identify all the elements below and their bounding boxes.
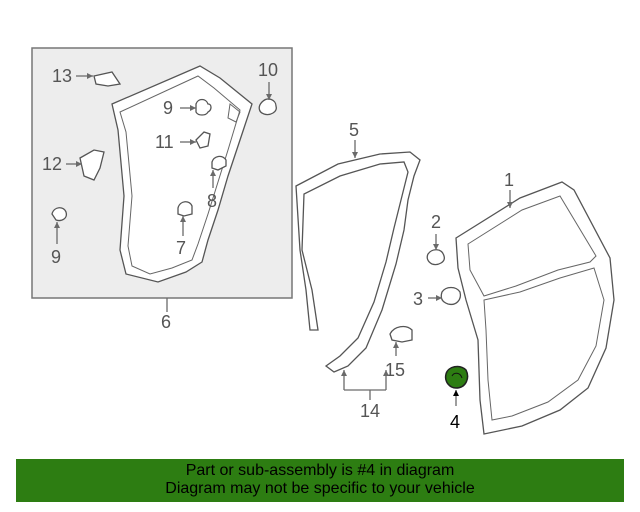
callout-14: 14 [360, 401, 380, 421]
part-8-shape [211, 155, 227, 171]
callout-9-top: 9 [163, 98, 173, 118]
part-12-shape [79, 149, 105, 181]
callout-4: 4 [450, 412, 460, 432]
banner-line-2: Diagram may not be specific to your vehi… [165, 480, 475, 497]
callout-1: 1 [504, 170, 514, 190]
part-15-shape [389, 325, 413, 343]
callout-8: 8 [207, 191, 217, 211]
part-9-top-shape [195, 98, 212, 116]
door-weatherstrip-inset [111, 65, 253, 283]
part-4-highlighted [444, 365, 469, 389]
callout-11: 11 [155, 132, 174, 152]
part-10-shape [258, 98, 277, 116]
rear-door [455, 181, 615, 435]
callout-6: 6 [161, 312, 171, 332]
callout-15: 15 [385, 360, 405, 380]
callout-5: 5 [349, 120, 359, 140]
part-13-shape [93, 71, 122, 87]
info-banner: Part or sub-assembly is #4 in diagram Di… [16, 459, 624, 502]
part-3-shape [440, 286, 462, 306]
callout-10: 10 [258, 60, 278, 80]
callout-7: 7 [176, 238, 186, 258]
callout-2: 2 [431, 212, 441, 232]
opening-weatherstrip [295, 151, 421, 373]
callout-3: 3 [413, 289, 423, 309]
part-9-bottom-shape [51, 207, 68, 222]
part-11-shape [195, 131, 211, 149]
callout-9-bottom: 9 [51, 247, 61, 267]
banner-line-1: Part or sub-assembly is #4 in diagram [185, 462, 455, 479]
callout-12: 12 [42, 154, 62, 174]
part-7-shape [177, 201, 193, 217]
part-2-shape [426, 249, 445, 266]
callout-13: 13 [52, 66, 72, 86]
